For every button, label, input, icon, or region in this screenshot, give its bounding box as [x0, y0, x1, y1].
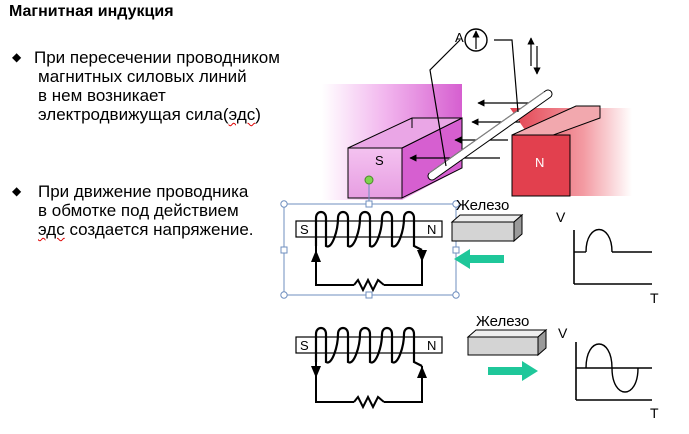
bullet1-line4-after: ) — [255, 105, 261, 124]
coil-bottom-winding — [314, 326, 423, 367]
south-pole-label: S — [375, 153, 384, 168]
coil-bottom-north-label: N — [427, 338, 436, 353]
coil-bottom-resistor-icon — [353, 394, 385, 410]
coil-bottom-south-label: S — [300, 338, 309, 353]
resize-handle[interactable] — [365, 200, 373, 208]
graph-top-t-label: T — [650, 290, 659, 306]
emf-abbr: эдс — [228, 105, 256, 124]
bullet-diamond-icon: ◆ — [12, 50, 22, 64]
coil-top-south-label: S — [300, 222, 309, 237]
resize-handle[interactable] — [365, 291, 373, 299]
resize-handle[interactable] — [452, 291, 460, 299]
graph-bottom-t-label: T — [650, 405, 659, 421]
bullet2-line3-after: создается напряжение. — [64, 220, 254, 239]
resize-handle[interactable] — [280, 200, 288, 208]
graph-top-v-label: V — [556, 209, 566, 225]
resize-handle[interactable] — [452, 246, 460, 254]
selection-frame[interactable] — [280, 175, 460, 299]
coil-bottom: S N — [295, 326, 443, 410]
iron-label-top: Железо — [456, 197, 509, 214]
bullet-induction: ◆ При пересечении проводником магнитных … — [12, 48, 280, 124]
coil-top-north-label: N — [427, 222, 436, 237]
iron-bar-top — [450, 213, 524, 243]
current-arrow-icon — [417, 366, 427, 378]
rotate-handle[interactable] — [364, 175, 374, 185]
bullet1-line3: в нем возникает — [38, 86, 166, 105]
wire-left — [429, 39, 461, 167]
graph-top: V T — [556, 209, 659, 306]
resize-handle[interactable] — [452, 200, 460, 208]
resize-handle[interactable] — [280, 291, 288, 299]
iron-bar-bottom — [466, 328, 548, 357]
bullet2-line2: в обмотке под действием — [38, 201, 239, 220]
motion-left-arrow-icon — [454, 249, 504, 269]
bullet2-line1: При движение проводника — [38, 182, 249, 201]
bullet-motion: ◆ При движение проводника в обмотке под … — [12, 182, 254, 239]
bullet1-line4: электродвижущая сила(эдс) — [12, 105, 280, 124]
coil-top-resistor-icon — [353, 277, 385, 293]
current-arrow-icon — [311, 250, 321, 262]
north-pole-label: N — [535, 155, 544, 170]
bullet-diamond-icon: ◆ — [12, 184, 22, 198]
coil-top-winding — [314, 210, 423, 251]
current-arrow-icon — [311, 366, 321, 378]
graph-bottom: V T — [558, 325, 659, 421]
bullet1-line1: При пересечении проводником — [34, 48, 280, 67]
south-magnet-cap — [347, 117, 463, 149]
motion-right-arrow-icon — [488, 361, 538, 381]
graph-bottom-v-label: V — [558, 325, 568, 341]
bullet1-line2: магнитных силовых линий — [38, 67, 247, 86]
emf-abbr-2: эдс — [38, 220, 65, 239]
magnet-illustration: A S N — [322, 28, 632, 200]
bullet1-line4-before: электродвижущая сила( — [38, 105, 229, 124]
current-arrow-icon — [417, 250, 427, 262]
north-magnet-face — [511, 134, 571, 197]
conductor-rod — [427, 89, 553, 181]
iron-label-bottom: Железо — [476, 313, 529, 330]
resize-handle[interactable] — [280, 246, 288, 254]
slide-title: Магнитная индукция — [9, 3, 174, 20]
bullet2-line3: эдс создается напряжение. — [12, 220, 254, 239]
wire-right — [494, 39, 519, 113]
ammeter-label: A — [455, 30, 464, 45]
coil-top: S N — [295, 210, 443, 293]
graph-bottom-wave — [585, 343, 639, 393]
